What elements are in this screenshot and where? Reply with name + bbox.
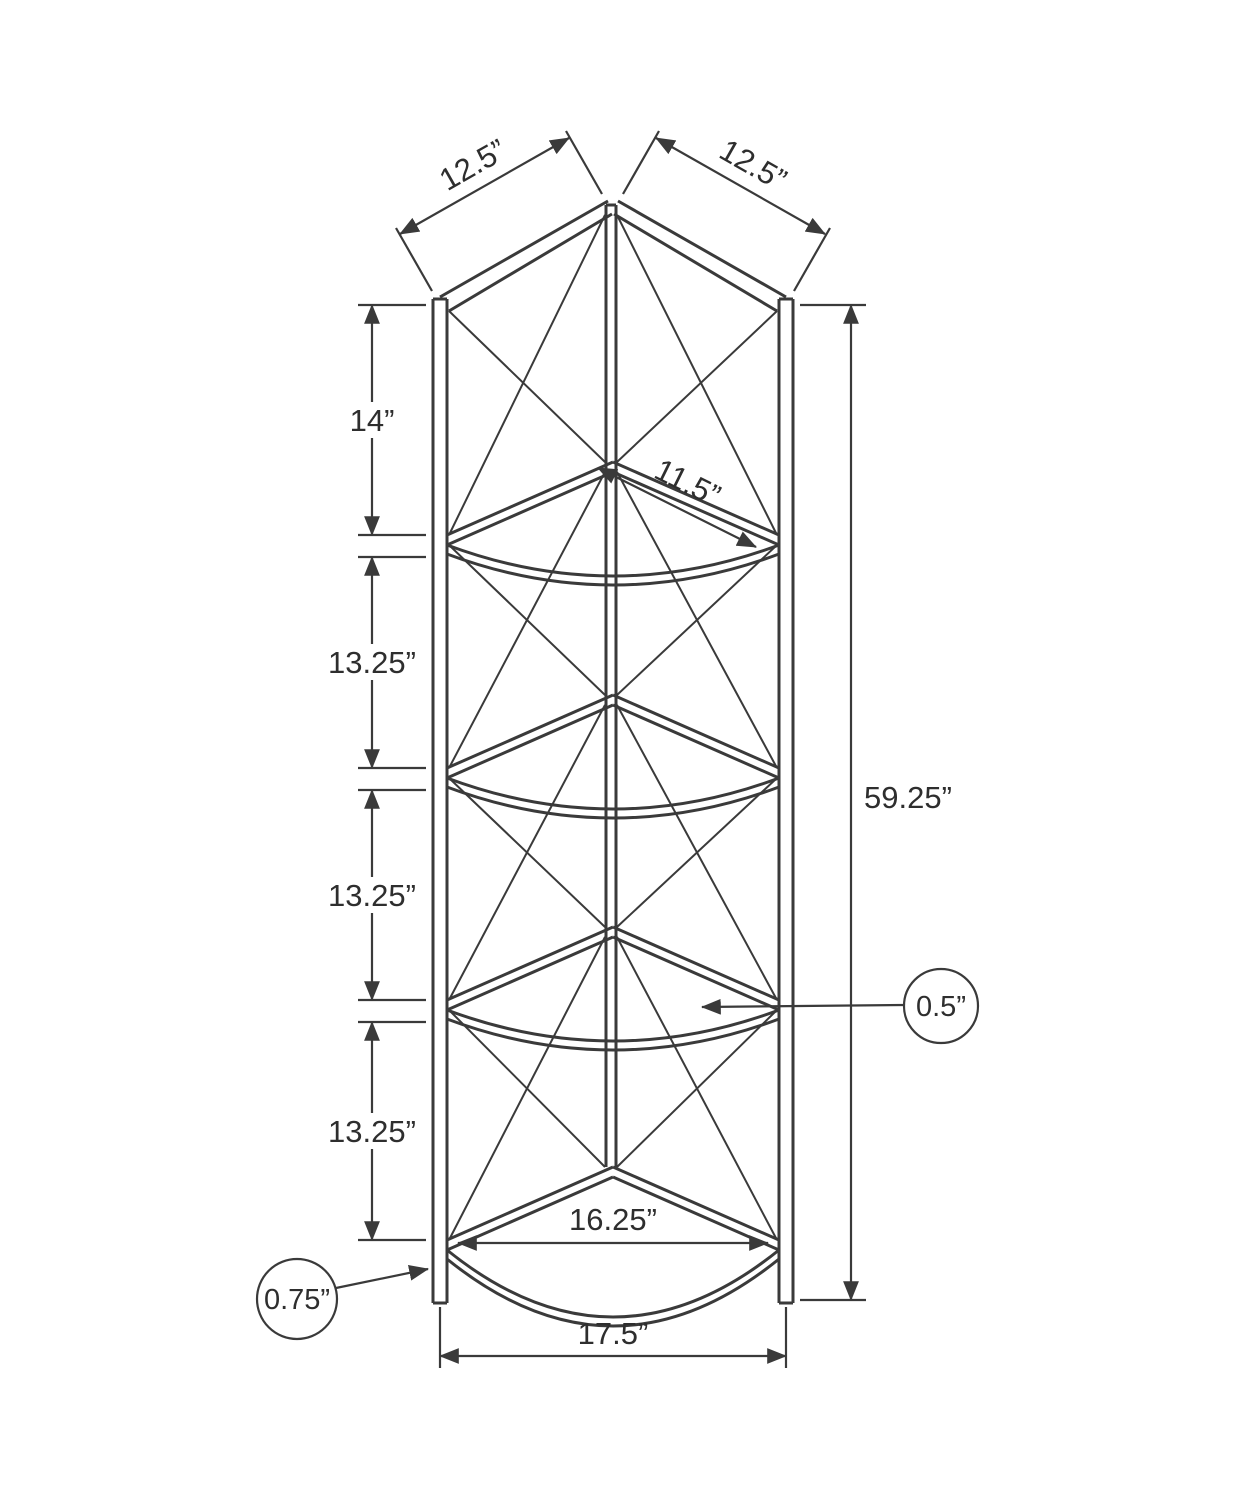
callout-label-shelf-thickness: 0.5” — [916, 991, 966, 1023]
right-post — [777, 297, 795, 1305]
dim-top-left-depth: 12.5” — [395, 130, 603, 292]
callout-shelf-thickness: 0.5” — [701, 967, 980, 1045]
top-rail-left — [439, 199, 613, 313]
dim-label-section-top: 14” — [350, 403, 395, 438]
x-brace-left-2 — [448, 471, 606, 769]
dim-label-section-4: 13.25” — [328, 1114, 416, 1149]
corner-post — [604, 203, 618, 1167]
shelf-2 — [446, 693, 780, 820]
dim-label-bottom-shelf-width: 16.25” — [569, 1202, 657, 1237]
dim-label-overall-height: 59.25” — [864, 780, 952, 815]
x-brace-right-4 — [616, 936, 778, 1241]
dim-top-right-depth: 12.5” — [622, 130, 831, 292]
x-brace-left-4 — [448, 936, 606, 1241]
shelf-1 — [446, 460, 780, 587]
dim-label-overall-width: 17.5” — [578, 1316, 649, 1351]
dim-label-section-2: 13.25” — [328, 645, 416, 680]
left-post — [431, 297, 449, 1305]
dim-label-top-right-depth: 12.5” — [714, 132, 793, 197]
dim-label-section-3: 13.25” — [328, 878, 416, 913]
top-rail-right — [613, 199, 787, 313]
dim-chain-left: 14” 13.25” 13.25” 13.25” — [315, 303, 429, 1242]
dim-label-top-left-depth: 12.5” — [433, 132, 512, 197]
x-brace-left-3 — [448, 704, 606, 1001]
callout-frame-thickness: 0.75” — [255, 1257, 429, 1341]
dim-overall-width: 17.5” — [438, 1307, 788, 1368]
x-brace-left-1 — [448, 214, 606, 536]
dim-bottom-shelf-width: 16.25” — [457, 1202, 769, 1251]
shelf-4-bottom — [446, 1165, 780, 1328]
shelf-3 — [446, 925, 780, 1052]
x-brace-right-3 — [616, 704, 778, 1001]
callout-label-frame-thickness: 0.75” — [264, 1284, 330, 1316]
dim-overall-height: 59.25” — [800, 303, 952, 1302]
